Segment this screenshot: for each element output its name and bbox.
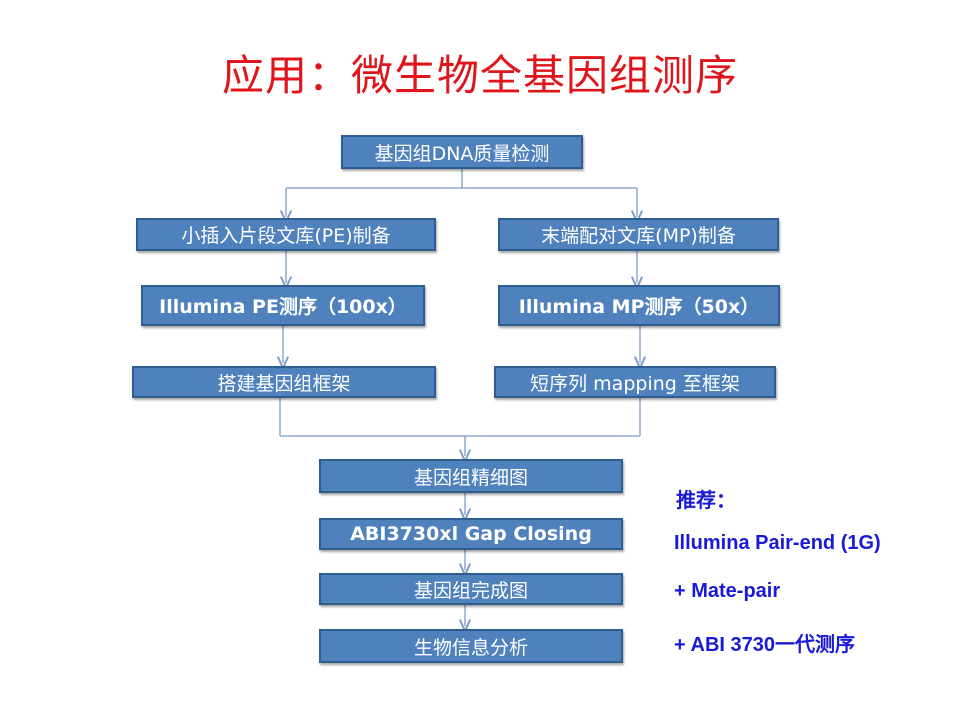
complete-map-box: 基因组完成图 — [319, 573, 623, 605]
mp-sequencing-box: Illumina MP测序（50x） — [498, 285, 780, 326]
pe-library-box: 小插入片段文库(PE)制备 — [136, 218, 436, 251]
recommend-item: Illumina Pair-end (1G) — [674, 532, 881, 554]
scaffold-box: 搭建基因组框架 — [132, 366, 436, 398]
slide-title: 应用：微生物全基因组测序 — [221, 51, 738, 100]
recommend-item: + Mate-pair — [674, 580, 781, 602]
mapping-box: 短序列 mapping 至框架 — [494, 366, 776, 398]
mp-library-box: 末端配对文库(MP)制备 — [498, 218, 779, 251]
recommend-item: + ABI 3730一代测序 — [674, 634, 855, 656]
pe-sequencing-box: Illumina PE测序（100x） — [141, 285, 425, 326]
bioinformatics-box: 生物信息分析 — [319, 629, 623, 663]
dna-qc-box: 基因组DNA质量检测 — [341, 135, 583, 169]
recommend-heading: 推荐： — [676, 490, 736, 512]
gap-closing-box: ABI3730xl Gap Closing — [319, 518, 623, 550]
fine-map-box: 基因组精细图 — [319, 459, 623, 493]
